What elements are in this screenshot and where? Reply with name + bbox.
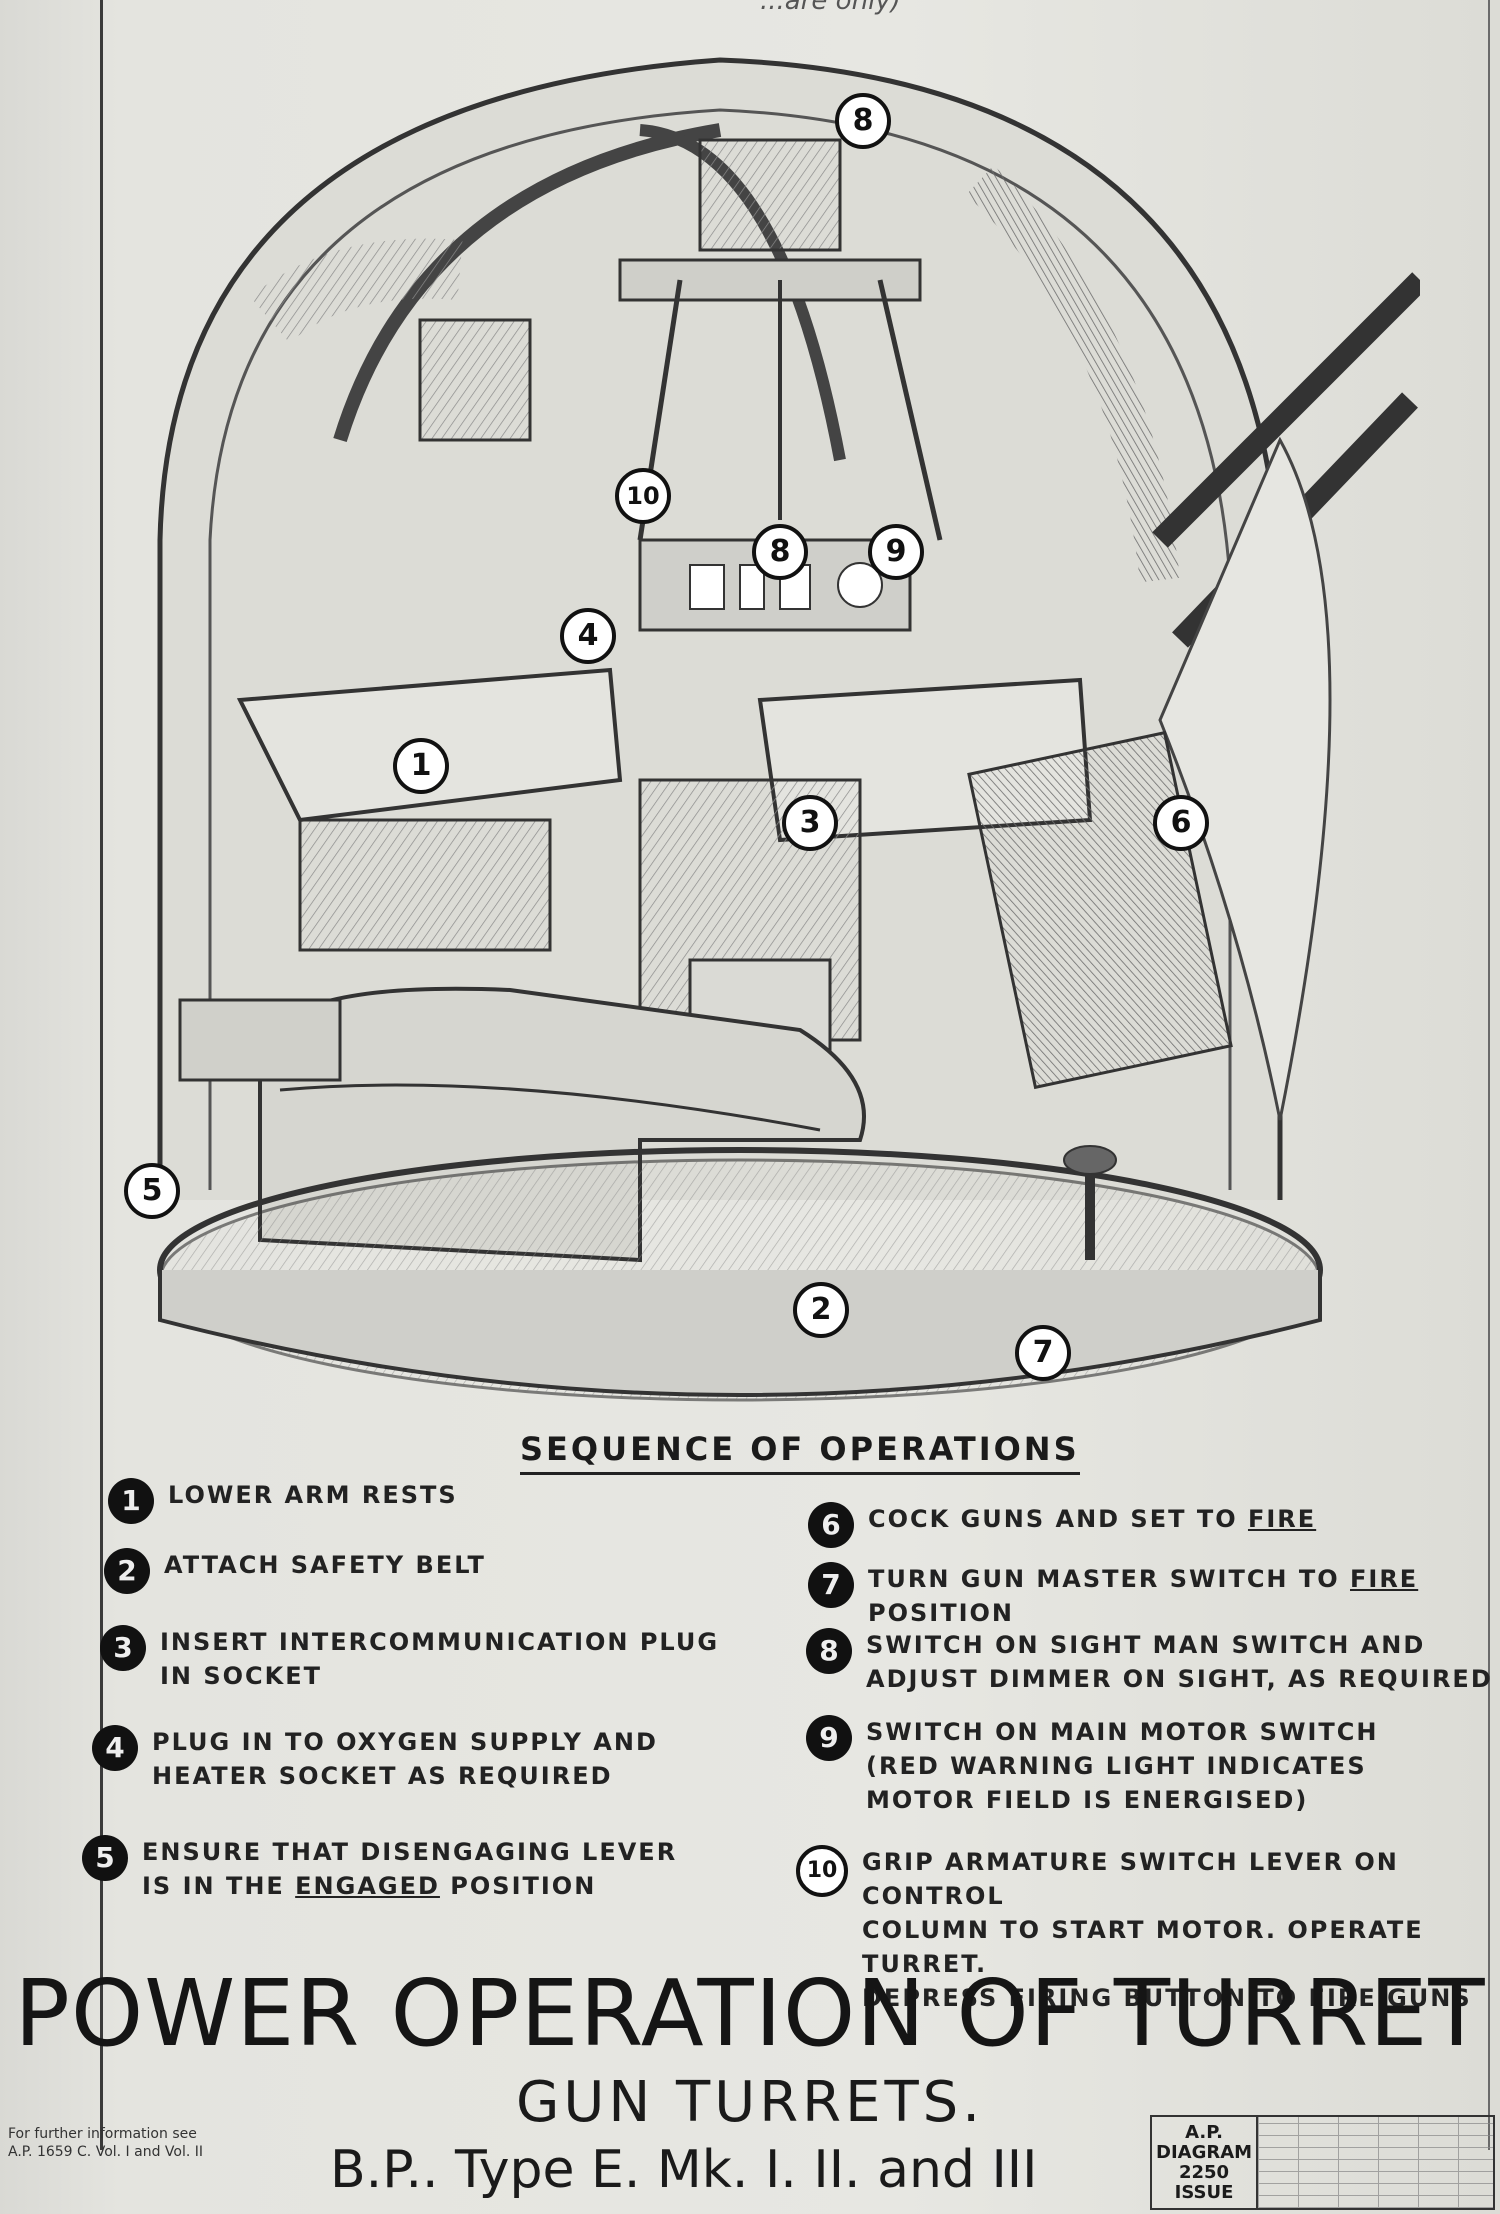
step-9: 9 SWITCH ON MAIN MOTOR SWITCH (RED WARNI… bbox=[806, 1715, 1378, 1817]
step-number: 3 bbox=[100, 1625, 146, 1671]
revision-grid bbox=[1258, 2117, 1493, 2208]
step-text: TURN GUN MASTER SWITCH TO FIRE POSITION bbox=[868, 1565, 1419, 1627]
step-number: 9 bbox=[806, 1715, 852, 1761]
callout-10: 10 bbox=[615, 468, 671, 524]
step-text: PLUG IN TO OXYGEN SUPPLY AND HEATER SOCK… bbox=[152, 1728, 658, 1790]
callout-8a: 8 bbox=[752, 524, 808, 580]
type-title: B.P.. Type E. Mk. I. II. and III bbox=[330, 2140, 1038, 2200]
step-number: 10 bbox=[796, 1845, 848, 1897]
step-text: ATTACH SAFETY BELT bbox=[164, 1551, 486, 1579]
sequence-title: SEQUENCE OF OPERATIONS bbox=[520, 1430, 1080, 1475]
callout-2: 2 bbox=[793, 1282, 849, 1338]
step-text: SWITCH ON SIGHT MAN SWITCH AND ADJUST DI… bbox=[866, 1631, 1493, 1693]
callout-4: 4 bbox=[560, 608, 616, 664]
step-number: 2 bbox=[104, 1548, 150, 1594]
step-2: 2 ATTACH SAFETY BELT bbox=[104, 1548, 486, 1594]
step-number: 4 bbox=[92, 1725, 138, 1771]
step-6: 6 COCK GUNS AND SET TO FIRE bbox=[808, 1502, 1316, 1548]
step-10: 10 GRIP ARMATURE SWITCH LEVER ON CONTROL… bbox=[796, 1845, 1500, 2015]
step-text: INSERT INTERCOMMUNICATION PLUG IN SOCKET bbox=[160, 1628, 720, 1690]
poster-border bbox=[100, 0, 1490, 2150]
step-text: COCK GUNS AND SET TO FIRE bbox=[868, 1505, 1317, 1533]
step-text: LOWER ARM RESTS bbox=[168, 1481, 458, 1509]
step-number: 6 bbox=[808, 1502, 854, 1548]
step-7: 7 TURN GUN MASTER SWITCH TO FIRE POSITIO… bbox=[808, 1562, 1500, 1630]
top-fragment-text: ...are only) bbox=[760, 0, 901, 16]
reference-footnote: For further information see A.P. 1659 C.… bbox=[8, 2126, 204, 2160]
callout-9: 9 bbox=[868, 524, 924, 580]
step-text: GRIP ARMATURE SWITCH LEVER ON CONTROL CO… bbox=[862, 1848, 1472, 2012]
step-4: 4 PLUG IN TO OXYGEN SUPPLY AND HEATER SO… bbox=[92, 1725, 658, 1793]
drawing-title-block: A.P. DIAGRAM 2250 ISSUE bbox=[1150, 2115, 1495, 2210]
step-1: 1 LOWER ARM RESTS bbox=[108, 1478, 458, 1524]
sub-title: GUN TURRETS. bbox=[515, 2070, 985, 2135]
step-3: 3 INSERT INTERCOMMUNICATION PLUG IN SOCK… bbox=[100, 1625, 719, 1693]
engaged-underlined: ENGAGED bbox=[295, 1872, 440, 1900]
callout-3: 3 bbox=[782, 795, 838, 851]
step-text: SWITCH ON MAIN MOTOR SWITCH (RED WARNING… bbox=[866, 1718, 1379, 1814]
step-number: 5 bbox=[82, 1835, 128, 1881]
step-5: 5 ENSURE THAT DISENGAGING LEVER IS IN TH… bbox=[82, 1835, 677, 1903]
main-title: POWER OPERATION OF TURRET bbox=[14, 1960, 1486, 2067]
step-8: 8 SWITCH ON SIGHT MAN SWITCH AND ADJUST … bbox=[806, 1628, 1493, 1696]
step-number: 8 bbox=[806, 1628, 852, 1674]
step-number: 1 bbox=[108, 1478, 154, 1524]
callout-1: 1 bbox=[393, 738, 449, 794]
turret-illustration bbox=[157, 57, 1420, 1402]
step-text: ENSURE THAT DISENGAGING LEVER IS IN THE … bbox=[142, 1838, 678, 1900]
callout-5: 5 bbox=[124, 1163, 180, 1219]
fire-underlined: FIRE bbox=[1350, 1565, 1419, 1593]
step-number: 7 bbox=[808, 1562, 854, 1608]
diagram-number-cell: A.P. DIAGRAM 2250 ISSUE bbox=[1152, 2117, 1259, 2208]
callout-8b: 8 bbox=[835, 93, 891, 149]
callout-6: 6 bbox=[1153, 795, 1209, 851]
callout-7: 7 bbox=[1015, 1325, 1071, 1381]
fire-underlined: FIRE bbox=[1247, 1505, 1317, 1533]
